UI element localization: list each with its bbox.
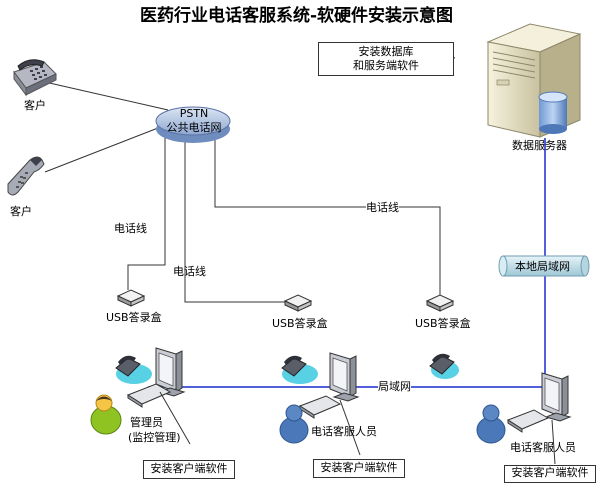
customer-label-1: 客户 xyxy=(24,99,46,112)
phone-line-label-2: 电话线 xyxy=(173,265,206,278)
admin-label-line2: (监控管理) xyxy=(128,431,181,444)
agent-label-1: 电话客服人员 xyxy=(311,425,377,438)
usb-box-label-1: USB答录盒 xyxy=(106,311,162,324)
phone-lines xyxy=(127,135,441,303)
workstation-1 xyxy=(90,347,186,435)
desk-phone-icon-1 xyxy=(115,355,141,377)
pstn-label-line1: PSTN xyxy=(179,107,209,120)
desk-phone-icon-2 xyxy=(281,355,307,377)
server-label: 数据服务器 xyxy=(512,139,567,152)
keyboard-icon-1 xyxy=(126,383,172,408)
client-software-label-3: 安装客户端软件 xyxy=(511,466,589,479)
monitor-icon-3 xyxy=(541,372,572,422)
agent-label-2: 电话客服人员 xyxy=(510,441,576,454)
customer-phone-icon-2 xyxy=(7,156,45,196)
customer-phone-lines xyxy=(44,81,169,173)
server-note-line2: 和服务端软件 xyxy=(353,59,419,72)
agent-person-icon-2 xyxy=(476,404,506,444)
client-software-box-2: 安装客户端软件 xyxy=(313,459,405,478)
monitor-icon-2 xyxy=(329,352,360,402)
usb-box-label-3: USB答录盒 xyxy=(415,317,471,330)
pstn-label-line2: 公共电话网 xyxy=(166,121,222,134)
admin-label-line1: 管理员 xyxy=(130,416,163,429)
server-icon xyxy=(486,23,582,138)
lan-pipe xyxy=(498,255,590,277)
keyboard-icon-2 xyxy=(298,395,342,419)
server-note-line1: 安装数据库 xyxy=(358,45,414,58)
agent-person-icon-1 xyxy=(279,404,309,444)
usb-box-icon-1 xyxy=(116,289,146,307)
phone-line-label-1: 电话线 xyxy=(114,222,147,235)
client-software-box-3: 安装客户端软件 xyxy=(504,465,596,483)
desk-phone-icon-3 xyxy=(429,353,455,375)
usb-box-label-2: USB答录盒 xyxy=(272,317,328,330)
keyboard-icon-3 xyxy=(506,409,550,433)
usb-box-icon-2 xyxy=(283,294,313,312)
usb-box-icon-3 xyxy=(425,294,455,312)
phone-line-label-3: 电话线 xyxy=(366,201,399,214)
customer-phone-icon-1 xyxy=(13,59,57,97)
server-note-box: 安装数据库 和服务端软件 xyxy=(318,42,454,76)
page-title: 医药行业电话客服系统-软硬件安装示意图 xyxy=(140,6,454,26)
lan-lines xyxy=(148,138,546,388)
lan-pipe-label: 本地局域网 xyxy=(515,260,570,273)
client-software-box-1: 安装客户端软件 xyxy=(143,460,235,479)
workstation-3 xyxy=(429,353,572,444)
pstn-network xyxy=(155,106,231,143)
admin-person-icon xyxy=(90,394,122,435)
lan-line-label: 局域网 xyxy=(378,380,411,393)
workstation-2 xyxy=(279,352,360,444)
customer-label-2: 客户 xyxy=(10,205,32,218)
client-software-label-1: 安装客户端软件 xyxy=(150,462,228,475)
client-software-label-2: 安装客户端软件 xyxy=(320,461,398,474)
